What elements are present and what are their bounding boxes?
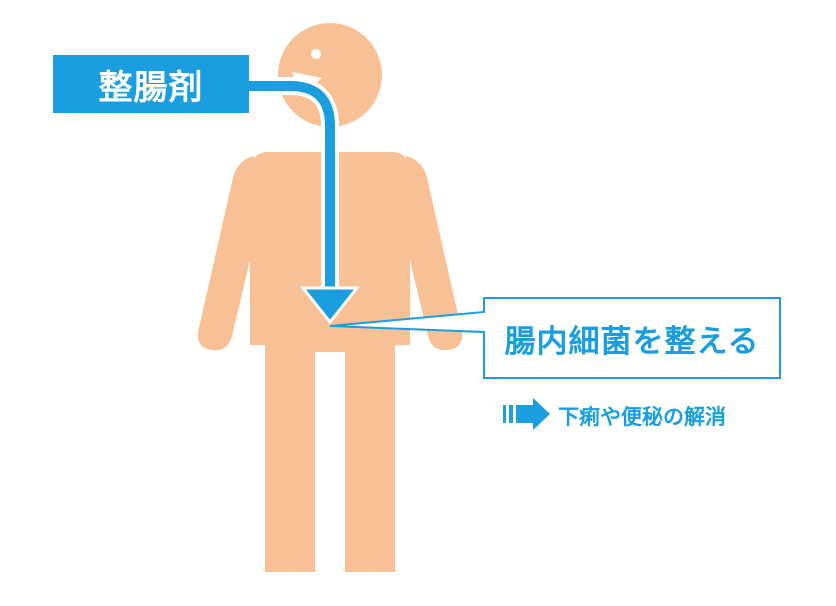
left-arm (197, 156, 262, 351)
callout-bubble (329, 297, 781, 379)
down-arrow-icon (246, 77, 361, 325)
leg-gap (315, 352, 345, 572)
right-arm (398, 156, 463, 351)
left-leg (265, 340, 315, 572)
result-text: 下痢や便秘の解消 (558, 405, 726, 429)
head (278, 23, 382, 127)
hip (265, 330, 395, 352)
right-leg (345, 340, 395, 572)
human-figure (197, 23, 463, 572)
effect-label-text: 腸内細菌を整える (504, 323, 760, 360)
product-label-text: 整腸剤 (98, 67, 204, 108)
result-line: 下痢や便秘の解消 (558, 394, 726, 438)
right-arrow-icon (503, 398, 550, 430)
product-label: 整腸剤 (53, 55, 249, 113)
effect-label: 腸内細菌を整える (484, 298, 780, 378)
eye (311, 49, 321, 59)
